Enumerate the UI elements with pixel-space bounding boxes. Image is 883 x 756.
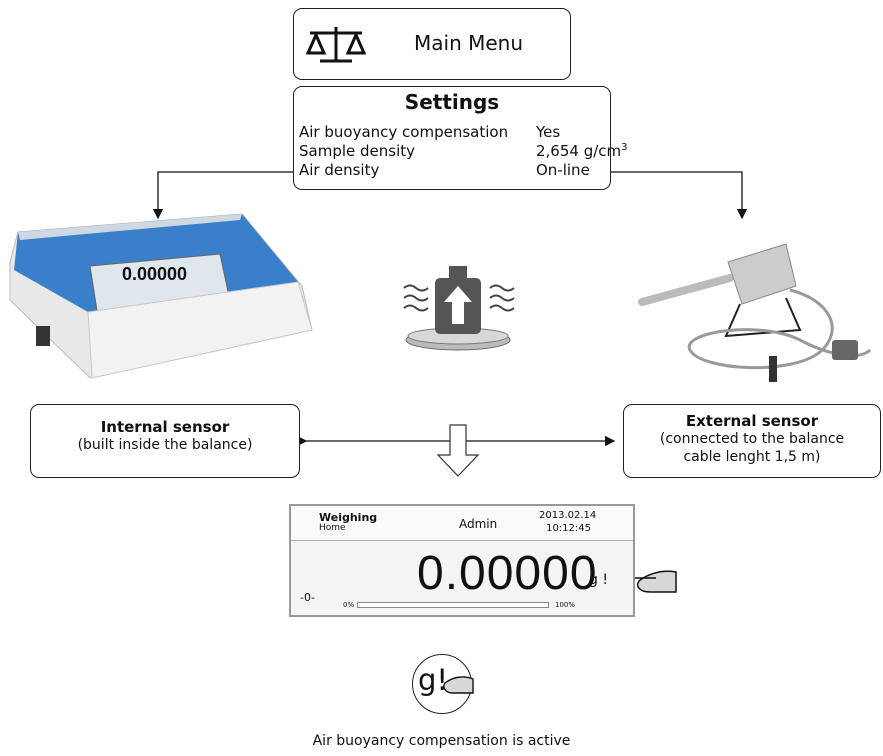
- main-menu-label: Main Menu: [414, 31, 524, 55]
- display-subtitle: Home: [319, 523, 346, 533]
- external-sensor-line1: (connected to the balance: [659, 431, 845, 447]
- setting-value-text: On-line: [536, 161, 590, 179]
- internal-sensor-box: Internal sensor (built inside the balanc…: [30, 404, 300, 478]
- setting-label-air-buoyancy: Air buoyancy compensation: [299, 123, 509, 141]
- settings-title: Settings: [404, 90, 500, 114]
- progress-max-label: 100%: [555, 601, 576, 609]
- hand-pointer-icon: [628, 570, 677, 593]
- buoyancy-indicator-icon: g!: [412, 654, 474, 714]
- setting-value-text: 2,654 g/cm: [536, 142, 622, 160]
- balance-display: Weighing Home Admin 2013.02.14 10:12:45 …: [289, 504, 635, 617]
- arrow-to-external-sensor: [605, 171, 748, 220]
- display-title[interactable]: Weighing: [319, 511, 378, 524]
- main-menu-box[interactable]: Main Menu: [293, 8, 571, 80]
- balance-device-image: 0.00000: [9, 213, 313, 379]
- hand-pointer-small-icon: [443, 676, 474, 694]
- display-header: [291, 506, 633, 541]
- setting-label-sample-density: Sample density: [299, 142, 416, 160]
- external-sensor-box: External sensor (connected to the balanc…: [623, 404, 881, 478]
- weight-value: 0.00000: [417, 547, 598, 600]
- display-time: 10:12:45: [546, 523, 591, 534]
- internal-sensor-subtitle: (built inside the balance): [77, 437, 253, 453]
- external-sensor-image: [638, 243, 872, 382]
- internal-sensor-title: Internal sensor: [100, 418, 230, 436]
- display-user[interactable]: Admin: [459, 517, 498, 531]
- external-sensor-title: External sensor: [685, 412, 819, 430]
- display-date: 2013.02.14: [539, 510, 597, 521]
- caption: Air buoyancy compensation is active: [312, 733, 571, 749]
- buoyancy-indicator-label: g!: [418, 663, 449, 697]
- setting-value-air-buoyancy[interactable]: Yes: [536, 123, 560, 141]
- setting-label-air-density: Air density: [299, 161, 380, 179]
- scale-icon: [306, 27, 366, 63]
- external-sensor-line2: cable lenght 1,5 m): [683, 449, 821, 465]
- load-progress-bar: [357, 602, 549, 608]
- arrow-to-balance: [152, 171, 296, 220]
- weight-unit: g !: [589, 572, 608, 588]
- setting-value-sample-density[interactable]: 2,654 g/cm3: [536, 142, 628, 160]
- down-arrow-icon: [436, 424, 480, 477]
- setting-value-text: Yes: [536, 123, 561, 141]
- setting-value-air-density[interactable]: On-line: [536, 161, 590, 179]
- settings-box: Settings Air buoyancy compensation Yes S…: [293, 86, 628, 190]
- weight-icon: [403, 266, 515, 351]
- progress-min-label: 0%: [343, 601, 355, 609]
- zero-indicator: -0-: [300, 591, 315, 604]
- balance-screen-value: 0.00000: [122, 264, 187, 284]
- setting-value-superscript: 3: [621, 142, 628, 153]
